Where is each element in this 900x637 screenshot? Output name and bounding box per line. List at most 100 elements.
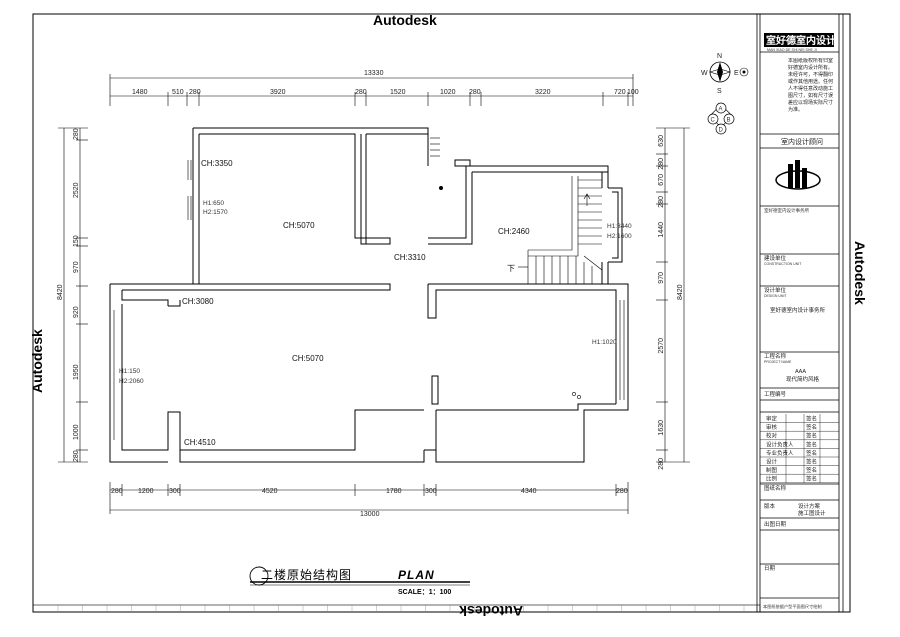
watermark-top: Autodesk [373,12,437,28]
role-name: 专业负责人 [766,449,794,457]
top-dim-11: 100 [627,89,639,96]
title-block-frame [756,13,844,613]
pipe-1 [572,392,576,396]
design-unit-label: 设计单位 [764,286,787,294]
left-dimension-lines [58,127,88,463]
right-dim-4: 280 [658,196,665,208]
left-dim-5: 920 [73,306,80,318]
right-dim-8: 1630 [658,420,665,436]
compass-s: S [717,88,722,95]
right-dim-9: 280 [658,458,665,470]
compass-n: N [717,53,722,60]
right-dim-2: 280 [658,158,665,170]
bottom-dim-4: 4520 [262,488,278,495]
role-list: 审定签名审核签名校对签名设计负责人签名专业负责人签名设计签名制图签名比例签名 [766,415,817,483]
marker-d: D [719,128,724,134]
staircase [518,176,603,284]
bottom-dim-2: 1200 [138,488,154,495]
floor-drain [439,186,443,190]
consultant-label: 室内设计顾问 [781,137,823,146]
bottom-dim-5: 1780 [386,488,402,495]
left-dim-4: 970 [73,261,80,273]
project-label: 工程名称 [764,352,787,360]
role-sign: 签名 [806,449,817,457]
right-dimension-lines [656,127,690,463]
left-dim-1: 280 [73,128,80,140]
drawing-name-label: 图纸名称 [764,484,787,492]
bottom-dim-3: 300 [169,488,181,495]
bottom-dim-8: 280 [616,488,628,495]
top-dim-1: 1480 [132,89,148,96]
project-style: 现代简约风格 [786,375,820,383]
consultant-logo-icon [775,160,821,190]
role-sign: 签名 [806,466,817,474]
pipe-2 [577,395,581,399]
construction-en: CONSTRUCTION UNIT [764,262,802,266]
left-window-h1-label: H1:150 [119,368,140,375]
room-label-5: CH:3080 [182,297,214,306]
stage-value: 施工图设计 [798,509,826,517]
windows [109,137,625,440]
top-dim-2: 510 [172,89,184,96]
right-dim-6: 970 [658,272,665,284]
right-total-dim: 8420 [677,284,684,300]
room-label-2: CH:5070 [283,221,315,230]
drawing-no-label: 工程编号 [764,390,787,398]
version-value: 设计方案 [798,502,821,510]
bottom-dimension-lines [109,482,629,514]
version-label: 版本 [764,502,776,510]
top-dim-10: 720 [614,89,626,96]
bottom-dim-7: 4340 [521,488,537,495]
role-sign: 签名 [806,432,817,440]
plan-title-en: PLAN [398,568,435,582]
bottom-total-dim: 13000 [360,511,380,518]
footer-note: 本图纸依据户型平面图尺寸绘制 [763,603,822,610]
company-sub: MAN XIAO DE SHI NEI SHE JI [767,48,817,52]
role-sign: 签名 [806,423,817,431]
watermark-bottom: Autodesk [459,603,523,619]
role-sign: 签名 [806,475,817,483]
left-dim-6: 1950 [73,364,80,380]
left-dim-7: 1000 [73,424,80,440]
role-grid [760,414,839,483]
sheet-border [32,13,851,613]
plan-title-cn: 二楼原始结构图 [261,567,352,582]
top-total-dim: 13330 [364,70,384,77]
top-dim-5: 280 [355,89,367,96]
compass-e: E [734,70,739,77]
construction-label: 建设单位 [764,254,787,262]
plan-title-block: 二楼原始结构图 PLAN SCALE：1：100 [249,566,470,596]
room-label-6: CH:5070 [292,354,324,363]
marker-b: B [727,118,731,124]
role-name: 设计负责人 [766,440,794,448]
top-dim-7: 1020 [440,89,456,96]
bottom-dim-1: 280 [111,488,123,495]
left-window-h2-label: H2:2060 [119,378,144,385]
design-unit-en: DESIGN UNIT [764,294,787,298]
top-dim-8: 280 [469,89,481,96]
notice-container: 本图纸版权所有归室好德室内设计所有。未经许可，不得翻印或作其他用途。任何人不得任… [788,58,833,113]
right-dim-3: 670 [658,174,665,186]
role-name: 制图 [766,466,778,474]
right-dim-1: 630 [658,135,665,147]
consultant-company: 室好德室内设计事务所 [764,207,809,214]
right-dim-7: 2570 [658,338,665,354]
top-dim-9: 3220 [535,89,551,96]
top-dimension-lines [109,74,634,106]
window-h2-label: H2:1570 [203,209,228,216]
stair-down-label: 下 [507,264,515,273]
company-logo [764,33,834,47]
room-label-1: CH:3350 [201,159,233,168]
top-dim-4: 3920 [270,89,286,96]
design-unit-name: 室好德室内设计事务所 [770,306,826,314]
bottom-dim-6: 300 [425,488,437,495]
watermark-left: Autodesk [29,329,45,393]
left-total-dim: 8420 [57,284,64,300]
watermark-right: Autodesk [852,241,868,305]
role-sign: 签名 [806,440,817,448]
role-sign: 签名 [806,458,817,466]
top-dim-6: 1520 [390,89,406,96]
company-name: 室好德室内设计 [766,34,836,47]
role-name: 校对 [766,432,778,440]
